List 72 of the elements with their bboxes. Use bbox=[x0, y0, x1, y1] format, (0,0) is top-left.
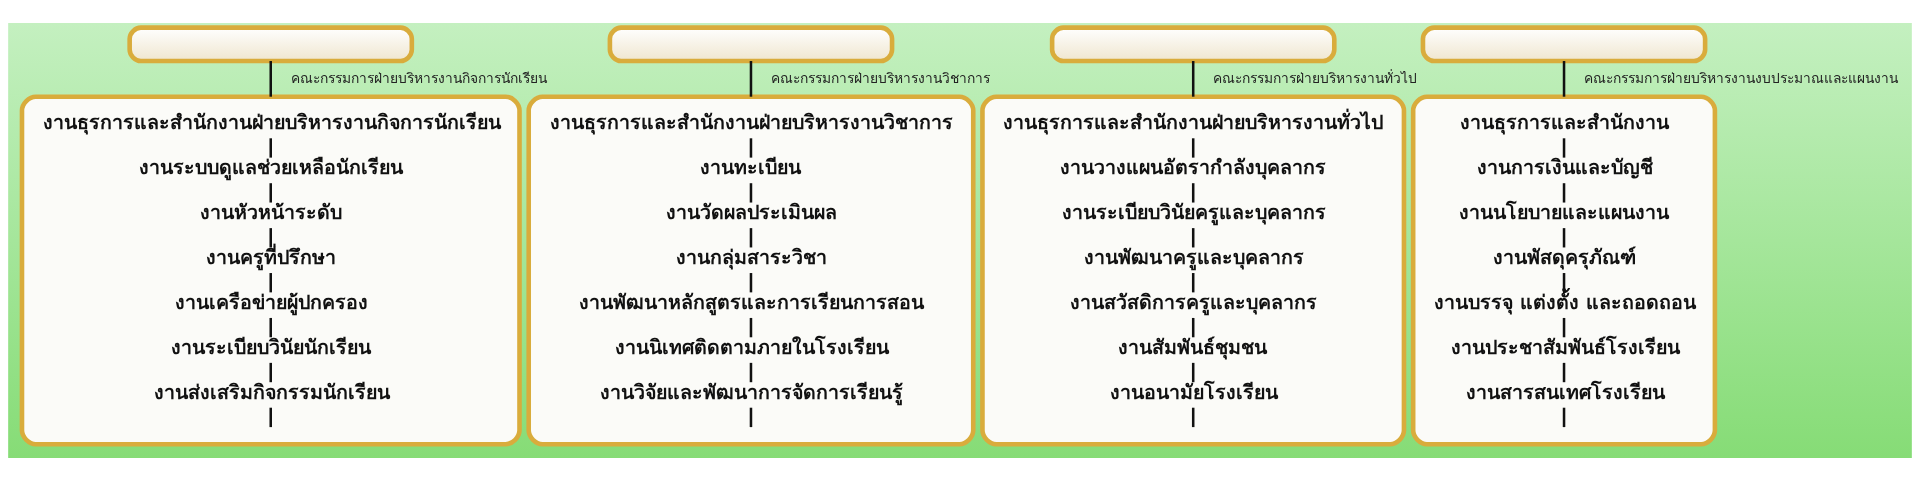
node-text: งานธุรการและสำนักงานฝ่ายบริหารงานกิจการนักเรียน bbox=[42, 110, 501, 134]
connector bbox=[749, 182, 753, 203]
connector bbox=[1191, 137, 1195, 158]
node-box bbox=[607, 24, 895, 63]
cluster bbox=[1410, 93, 1718, 446]
connector bbox=[1562, 272, 1566, 292]
edge-label: คณะกรรมการฝ่ายบริหารงานวิชาการ bbox=[771, 69, 991, 86]
connector bbox=[1191, 407, 1195, 427]
connector bbox=[749, 272, 753, 292]
node-text: งานอนามัยโรงเรียน bbox=[1109, 380, 1278, 404]
connector bbox=[269, 137, 272, 158]
connector bbox=[1562, 60, 1566, 97]
connector bbox=[269, 407, 272, 427]
node-box bbox=[1420, 24, 1708, 63]
connector bbox=[269, 317, 272, 337]
node-text: งานระเบียบวินัยครูและบุคลากร bbox=[1061, 200, 1326, 224]
node-text: งานทะเบียน bbox=[700, 155, 802, 179]
connector bbox=[1191, 227, 1195, 247]
node-text: งานวัดผลประเมินผล bbox=[665, 200, 837, 224]
node-text: งานกลุ่มสาระวิชา bbox=[675, 245, 827, 269]
connector bbox=[269, 272, 272, 292]
connector bbox=[1191, 182, 1195, 203]
connector bbox=[1562, 362, 1566, 382]
node-text: งานธุรการและสำนักงานฝ่ายบริหารงานวิชาการ bbox=[550, 110, 954, 134]
node-text: งานพัฒนาหลักสูตรและการเรียนการสอน bbox=[579, 290, 925, 314]
edge-label: คณะกรรมการฝ่ายบริหารงานทั่วไป bbox=[1213, 69, 1418, 86]
node-text: งานการเงินและบัญชี bbox=[1477, 155, 1654, 179]
connector bbox=[1562, 227, 1566, 247]
node-text: งานธุรการและสำนักงาน bbox=[1459, 110, 1669, 134]
edge-label: คณะกรรมการฝ่ายบริหารงานงบประมาณและแผนงาน bbox=[1583, 69, 1898, 86]
node-text: งานธุรการและสำนักงานฝ่ายบริหารงานทั่วไป bbox=[1003, 110, 1384, 134]
node-text: งานหัวหน้าระดับ bbox=[199, 200, 342, 224]
connector bbox=[749, 362, 753, 382]
edge-label: คณะกรรมการฝ่ายบริหารงานกิจการนักเรียน bbox=[290, 69, 547, 86]
node-text: งานบรรจุ แต่งตั้ง และถอดถอน bbox=[1433, 290, 1696, 314]
connector bbox=[1191, 317, 1195, 337]
connector bbox=[1191, 272, 1195, 292]
node-text: งานวิจัยและพัฒนาการจัดการเรียนรู้ bbox=[600, 380, 904, 404]
node-text: งานสวัสดิการครูและบุคลากร bbox=[1069, 290, 1317, 314]
node-text: งานนโยบายและแผนงาน bbox=[1459, 200, 1670, 224]
connector bbox=[1562, 182, 1566, 203]
connector bbox=[269, 60, 272, 97]
connector bbox=[749, 227, 753, 247]
connector bbox=[749, 317, 753, 337]
node-text: งานสารสนเทศโรงเรียน bbox=[1465, 380, 1665, 404]
cluster bbox=[980, 93, 1407, 446]
connector bbox=[1562, 137, 1566, 158]
node-text: งานครูที่ปรึกษา bbox=[206, 245, 337, 269]
cluster bbox=[19, 93, 522, 446]
connector bbox=[269, 182, 272, 203]
cluster bbox=[526, 93, 976, 446]
node-text: งานพัฒนาครูและบุคลากร bbox=[1083, 245, 1304, 269]
node-box bbox=[1049, 24, 1337, 63]
connector bbox=[749, 137, 753, 158]
connector bbox=[1191, 60, 1195, 97]
connector bbox=[269, 362, 272, 382]
node-text: งานส่งเสริมกิจกรรมนักเรียน bbox=[153, 380, 390, 404]
connector bbox=[1191, 362, 1195, 382]
node-text: งานระบบดูแลช่วยเหลือนักเรียน bbox=[138, 155, 403, 179]
node-text: งานพัสดุครุภัณฑ์ bbox=[1492, 245, 1636, 269]
connector bbox=[749, 60, 753, 97]
connector bbox=[1562, 407, 1566, 427]
connector bbox=[269, 227, 272, 247]
node-text: งานสัมพันธ์ชุมชน bbox=[1118, 335, 1268, 359]
node-box bbox=[127, 24, 415, 63]
node-text: งานระเบียบวินัยนักเรียน bbox=[171, 335, 372, 359]
node-text: งานนิเทศติดตามภายในโรงเรียน bbox=[615, 335, 890, 359]
node-text: งานวางแผนอัตรากำลังบุคลากร bbox=[1060, 155, 1327, 179]
node-text: งานเครือข่ายผู้ปกครอง bbox=[174, 290, 368, 314]
connector bbox=[1562, 317, 1566, 337]
connector bbox=[749, 407, 753, 427]
node-text: งานประชาสัมพันธ์โรงเรียน bbox=[1451, 335, 1681, 359]
